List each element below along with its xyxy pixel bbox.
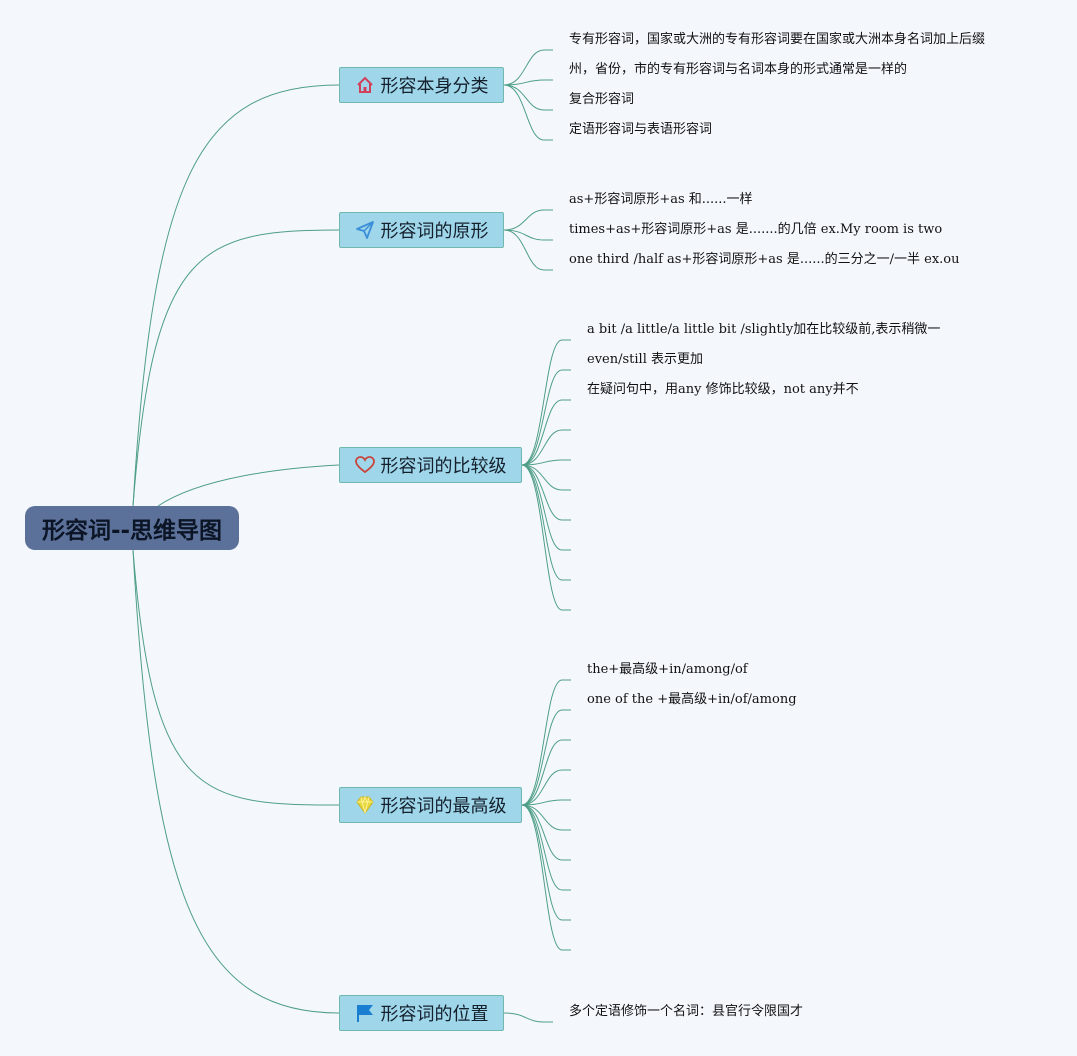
branch-leaf-connector bbox=[521, 399, 571, 466]
paper-plane-icon bbox=[355, 221, 374, 239]
branch-label: 形容词的位置 bbox=[380, 1004, 489, 1025]
root-branch-connector bbox=[132, 84, 340, 507]
branch-leaf-connector bbox=[521, 369, 571, 466]
branch-positive-form[interactable]: 形容词的原形 bbox=[339, 212, 504, 248]
leaf-node[interactable]: a bit /a little/a little bit /slightly加在… bbox=[587, 322, 941, 337]
leaf-node[interactable]: 在疑问句中，用any 修饰比较级，not any并不 bbox=[587, 382, 859, 397]
root-label: 形容词--思维导图 bbox=[41, 518, 223, 544]
branch-position[interactable]: 形容词的位置 bbox=[339, 995, 504, 1031]
leaf-node[interactable]: 复合形容词 bbox=[569, 92, 635, 107]
branch-leaf-connector bbox=[503, 84, 553, 141]
flag-icon bbox=[356, 1005, 373, 1022]
root-node[interactable]: 形容词--思维导图 bbox=[25, 506, 239, 550]
branch-leaf-connector bbox=[521, 804, 571, 951]
branch-label: 形容本身分类 bbox=[380, 76, 489, 97]
branch-leaf-connector bbox=[521, 429, 571, 466]
branch-leaf-connector bbox=[503, 79, 553, 86]
branch-leaf-connector bbox=[521, 464, 571, 551]
branch-leaf-connector bbox=[521, 799, 571, 806]
root-branch-connector bbox=[132, 549, 340, 806]
branch-leaf-connector bbox=[521, 464, 571, 521]
branch-leaf-connector bbox=[521, 804, 571, 861]
leaf-node[interactable]: one of the +最高级+in/of/among bbox=[587, 692, 797, 707]
root-branch-connector bbox=[132, 549, 340, 1014]
leaf-node[interactable]: 州，省份，市的专有形容词与名词本身的形式通常是一样的 bbox=[569, 62, 908, 77]
branch-leaf-connector bbox=[521, 804, 571, 891]
leaf-node[interactable]: 专有形容词，国家或大洲的专有形容词要在国家或大洲本身名词加上后缀 bbox=[569, 32, 986, 47]
house-icon bbox=[356, 76, 373, 93]
diamond-icon bbox=[355, 795, 374, 814]
leaf-node[interactable]: one third /half as+形容词原形+as 是......的三分之一… bbox=[569, 252, 960, 267]
branch-leaf-connector bbox=[521, 464, 571, 581]
branch-classification[interactable]: 形容本身分类 bbox=[339, 67, 504, 103]
leaf-node[interactable]: even/still 表示更加 bbox=[587, 352, 703, 367]
branch-leaf-connector bbox=[503, 1012, 553, 1023]
branch-leaf-connector bbox=[521, 804, 571, 921]
leaf-node[interactable]: 定语形容词与表语形容词 bbox=[569, 122, 713, 137]
branch-label: 形容词的比较级 bbox=[380, 456, 507, 477]
branch-leaf-connector bbox=[503, 209, 553, 231]
branch-leaf-connector bbox=[521, 769, 571, 806]
branch-leaf-connector bbox=[503, 84, 553, 111]
heart-icon bbox=[354, 456, 375, 474]
branch-leaf-connector bbox=[521, 459, 571, 466]
leaf-node[interactable]: the+最高级+in/among/of bbox=[587, 662, 748, 677]
branch-leaf-connector bbox=[503, 229, 553, 241]
branch-leaf-connector bbox=[521, 739, 571, 806]
branch-leaf-connector bbox=[521, 804, 571, 831]
root-branch-connector bbox=[157, 464, 340, 507]
branch-superlative[interactable]: 形容词的最高级 bbox=[339, 787, 522, 823]
root-branch-connector bbox=[132, 229, 340, 507]
branch-comparative[interactable]: 形容词的比较级 bbox=[339, 447, 522, 483]
branch-leaf-connector bbox=[521, 679, 571, 806]
branch-leaf-connector bbox=[521, 464, 571, 491]
branch-leaf-connector bbox=[503, 49, 553, 86]
leaf-node[interactable]: as+形容词原形+as 和......一样 bbox=[569, 192, 753, 207]
branch-label: 形容词的最高级 bbox=[380, 796, 507, 817]
branch-leaf-connector bbox=[521, 464, 571, 611]
branch-leaf-connector bbox=[503, 229, 553, 271]
leaf-node[interactable]: times+as+形容词原形+as 是.......的几倍 ex.My room… bbox=[569, 222, 943, 237]
leaf-node[interactable]: 多个定语修饰一个名词：县官行令限国才 bbox=[569, 1004, 804, 1019]
branch-leaf-connector bbox=[521, 709, 571, 806]
branch-label: 形容词的原形 bbox=[380, 221, 489, 242]
branch-leaf-connector bbox=[521, 339, 571, 466]
